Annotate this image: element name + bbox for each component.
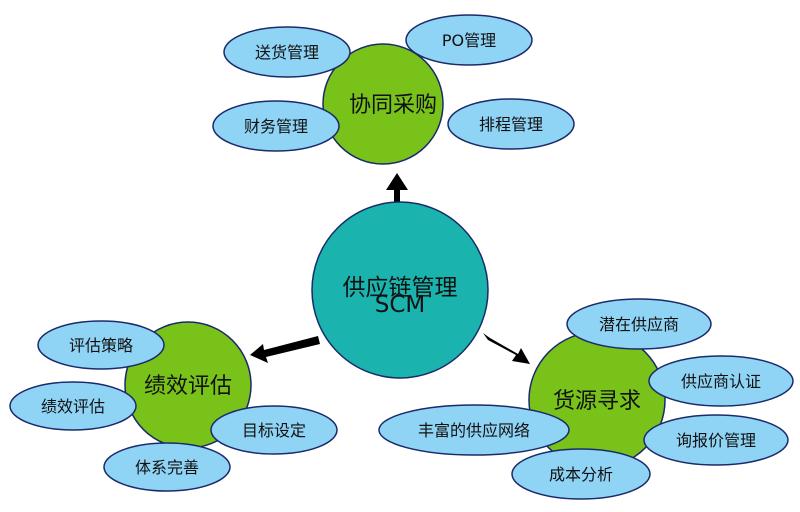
cluster-top: 协同采购 送货管理 PO管理 财务管理 排程管理: [212, 14, 575, 165]
center-node: 供应链管理 SCM: [311, 201, 489, 379]
leaf-right-4-shape: [511, 448, 651, 500]
center-title: 供应链管理: [343, 275, 458, 301]
leaf-left-0-label: 评估策略: [69, 336, 133, 355]
cluster-left: 绩效评估 评估策略 绩效评估 目标设定 体系完善: [9, 320, 338, 492]
center-subtitle: SCM: [375, 292, 426, 318]
connector-arrows: [250, 173, 530, 364]
hub-top-circle: [322, 43, 444, 165]
leaf-left-0-shape: [37, 320, 165, 370]
hub-left-label: 绩效评估: [144, 374, 232, 399]
leaf-left-2-shape: [210, 405, 338, 455]
hub-top-label: 协同采购: [349, 93, 437, 118]
leaf-top-3-shape: [447, 98, 575, 150]
leaf-top-0-shape: [223, 26, 351, 78]
leaf-right-1-label: 供应商认证: [681, 372, 761, 391]
leaf-left-2-label: 目标设定: [242, 421, 306, 440]
leaf-right-3-shape: [643, 414, 789, 466]
arrow-to-top-hub: [386, 173, 408, 214]
leaf-top-2-shape: [212, 100, 340, 152]
arrow-to-left-hub: [250, 336, 320, 363]
leaf-top-1-shape: [405, 14, 533, 66]
leaf-right-2-shape: [378, 404, 570, 456]
leaf-top-3-label: 排程管理: [479, 115, 543, 134]
cluster-right: 货源寻求 潜在供应商 供应商认证 丰富的供应网络 询报价管理 成本分析: [378, 298, 794, 500]
leaf-left-3-shape: [103, 442, 231, 492]
leaf-top-0-label: 送货管理: [255, 43, 319, 62]
leaf-right-3-label: 询报价管理: [676, 431, 756, 450]
leaf-left-1-label: 绩效评估: [41, 397, 105, 416]
leaf-top-1-label: PO管理: [442, 31, 496, 50]
leaf-top-2-label: 财务管理: [244, 117, 308, 136]
leaf-right-1-shape: [648, 355, 794, 407]
leaf-right-0-label: 潜在供应商: [599, 315, 679, 334]
hub-right-label: 货源寻求: [553, 389, 641, 414]
leaf-right-4-label: 成本分析: [549, 465, 613, 484]
leaf-right-0-shape: [566, 298, 712, 350]
leaf-left-3-label: 体系完善: [135, 458, 199, 477]
center-circle: [311, 201, 489, 379]
arrow-to-right-hub: [483, 333, 530, 364]
leaf-left-1-shape: [9, 381, 137, 431]
leaf-right-2-label: 丰富的供应网络: [418, 421, 530, 440]
